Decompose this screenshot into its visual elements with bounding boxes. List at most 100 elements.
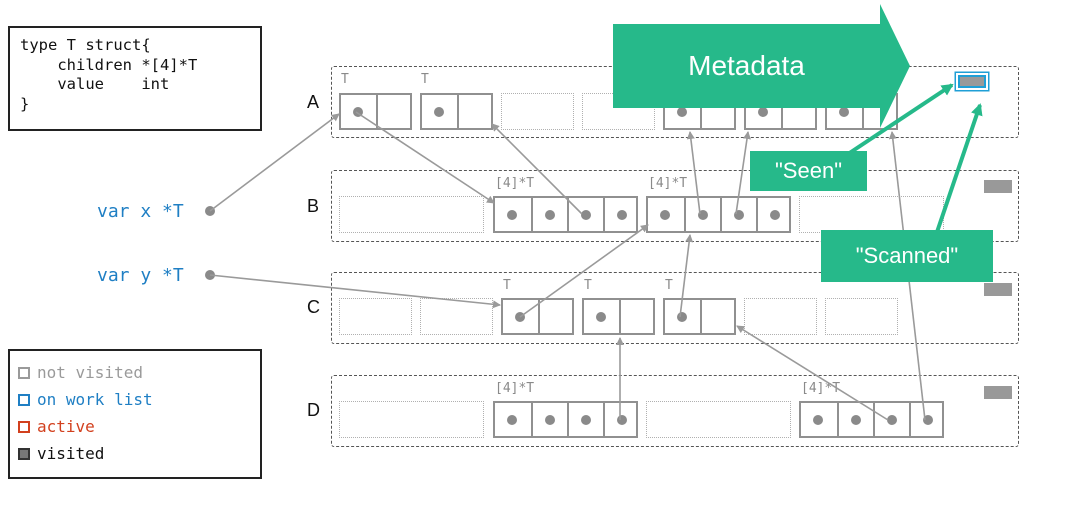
pointer-dot [758,107,768,117]
legend-item-on-work-list: on work list [18,390,153,409]
type-label-array: [4]*T [801,381,841,396]
visited-swatch [18,447,30,460]
children-field [665,300,700,333]
span-d-label: D [307,400,320,420]
array-element [837,403,873,436]
value-field [457,95,491,128]
span-a-label: A [307,92,320,112]
array-element [720,198,756,231]
value-field [538,300,572,333]
pointer-dot [923,415,933,425]
var-y-label: var y *T [97,265,184,286]
array-element [684,198,720,231]
pointer-dot [677,312,687,322]
object-t [339,93,412,130]
code-line-2: children *[4]*T [20,55,198,74]
legend-box: not visited on work list active visited [8,349,262,479]
pointer-dot [660,210,670,220]
span-c-label: C [307,297,320,317]
pointer-dot [813,415,823,425]
type-label-array: [4]*T [648,176,688,191]
object-t [501,298,574,335]
empty-slot [339,401,484,438]
span-b-mark-bitmap [984,180,1012,193]
code-line-3: value int [20,75,170,93]
object-t [582,298,655,335]
span-d [331,375,1019,447]
legend-label-not-visited: not visited [37,363,143,382]
children-field [341,95,376,128]
pointer-dot [596,312,606,322]
legend-label-visited: visited [37,444,105,463]
span-c [331,272,1019,344]
type-label-t: T [421,72,429,87]
pointer-dot [617,210,627,220]
array-element [531,403,567,436]
pointer-dot [545,210,555,220]
empty-slot [825,298,898,335]
span-b-label: B [307,196,320,216]
children-field [503,300,538,333]
array-element [495,198,531,231]
type-label-t: T [584,278,592,293]
code-line-1: type T struct{ [20,36,151,54]
active-swatch [18,420,30,433]
type-label-t: T [341,72,349,87]
array-element [567,403,603,436]
value-field [700,300,734,333]
var-y-pointer-dot [205,270,215,280]
object-t [663,298,736,335]
array-element [648,198,684,231]
pointer-dot [851,415,861,425]
legend-label-on-work-list: on work list [37,390,153,409]
pointer-dot [698,210,708,220]
array-element [756,198,789,231]
array-element [909,403,942,436]
pointer-dot [617,415,627,425]
object-array [493,401,638,438]
object-array [493,196,638,233]
array-element [603,403,636,436]
pointer-dot [545,415,555,425]
pointer-dot [734,210,744,220]
empty-slot [799,196,944,233]
object-array [799,401,944,438]
array-element [531,198,567,231]
seen-callout: "Seen" [750,151,867,191]
on-work-list-swatch [18,393,30,406]
object-array [646,196,791,233]
value-field [619,300,653,333]
struct-definition-box: type T struct{ children *[4]*T value int… [8,26,262,131]
type-label-array: [4]*T [495,381,535,396]
pointer-dot [887,415,897,425]
empty-slot [339,196,484,233]
code-line-4: } [20,94,30,113]
empty-slot [744,298,817,335]
pointer-dot [507,210,517,220]
type-label-t: T [503,278,511,293]
empty-slot [420,298,493,335]
pointer-dot [507,415,517,425]
empty-slot [339,298,412,335]
legend-item-not-visited: not visited [18,363,143,382]
children-field [422,95,457,128]
var-x-label: var x *T [97,201,184,222]
type-label-array: [4]*T [495,176,535,191]
array-element [603,198,636,231]
pointer-dot [515,312,525,322]
children-field [584,300,619,333]
pointer-dot [581,415,591,425]
object-t [420,93,493,130]
pointer-dot [770,210,780,220]
empty-slot [646,401,791,438]
array-element [801,403,837,436]
array-element [873,403,909,436]
array-element [567,198,603,231]
not-visited-swatch [18,366,30,379]
span-d-mark-bitmap [984,386,1012,399]
legend-item-active: active [18,417,95,436]
empty-slot [501,93,574,130]
legend-label-active: active [37,417,95,436]
pointer-dot [434,107,444,117]
pointer-dot [353,107,363,117]
